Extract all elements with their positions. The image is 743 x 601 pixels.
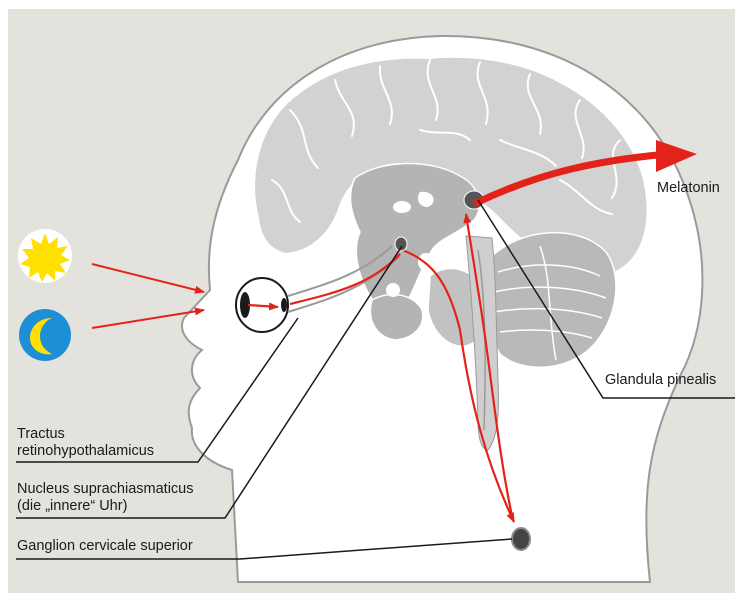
ventricle-1	[393, 201, 411, 213]
tractus-label-line1: Tractus	[17, 426, 65, 443]
ventricle-3	[386, 283, 400, 297]
melatonin-label: Melatonin	[657, 180, 720, 197]
tractus-label-line2: retinohypothalamicus	[17, 443, 154, 460]
nucleus-label-line1: Nucleus suprachiasmaticus	[17, 481, 194, 498]
nucleus-label-line2: (die „innere“ Uhr)	[17, 498, 127, 515]
eye-retina-spot	[281, 298, 287, 312]
ganglion-label: Ganglion cervicale superior	[17, 538, 193, 555]
moon-icon	[19, 309, 71, 361]
ganglion-dot	[512, 528, 530, 550]
sun-icon	[18, 229, 72, 283]
glandula-pinealis-label: Glandula pinealis	[605, 372, 716, 389]
